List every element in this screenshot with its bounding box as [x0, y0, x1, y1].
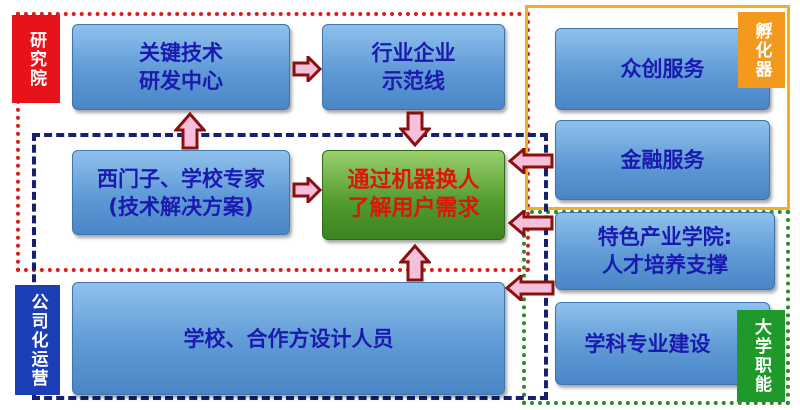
- arrow-left-icon: [508, 148, 554, 174]
- designers-box: 学校、合作方设计人员: [72, 282, 505, 395]
- research-label: 研究院: [12, 15, 60, 103]
- core-box: 通过机器换人了解用户需求: [322, 150, 505, 240]
- core-line2: 了解用户需求: [347, 196, 480, 221]
- discipline-box: 学科专业建设: [555, 302, 770, 385]
- experts-box: 西门子、学校专家 (技术解决方案): [72, 150, 290, 235]
- university-label: 大学职能: [737, 310, 785, 402]
- arrow-right-icon: [292, 177, 322, 203]
- industry-college-line2: 人才培养支撑: [602, 253, 728, 277]
- arrow-down-icon: [399, 111, 431, 147]
- demo-line-line2: 示范线: [382, 69, 445, 93]
- finance-service-box: 金融服务: [555, 120, 770, 200]
- arrow-right-icon: [292, 56, 322, 82]
- discipline-text: 学科专业建设: [584, 331, 711, 356]
- arrow-up-icon: [399, 244, 431, 282]
- designers-text: 学校、合作方设计人员: [183, 326, 394, 351]
- demo-line-box: 行业企业示范线: [322, 24, 505, 110]
- company-label: 公司化运营: [15, 285, 60, 395]
- demo-line-line1: 行业企业: [371, 41, 456, 65]
- company-region-frame: [32, 133, 548, 400]
- incubator-region-frame: [525, 5, 790, 210]
- rd-center-box: 关键技术研发中心: [72, 24, 290, 110]
- core-line1: 通过机器换人: [347, 168, 480, 193]
- research-region-frame: [16, 12, 530, 272]
- industry-college-box: 特色产业学院: 人才培养支撑: [555, 212, 775, 290]
- incubator-label: 孵化器: [738, 12, 785, 88]
- rd-center-line2: 研发中心: [139, 69, 223, 93]
- experts-line1: 西门子、学校专家: [97, 166, 265, 191]
- arrow-left-icon: [505, 275, 555, 301]
- arrow-left-icon: [508, 210, 554, 236]
- arrow-up-icon: [174, 112, 206, 150]
- finance-service-text: 金融服务: [620, 148, 705, 172]
- experts-line2: (技术解决方案): [108, 194, 254, 219]
- industry-college-line1: 特色产业学院:: [597, 225, 733, 249]
- maker-service-text: 众创服务: [620, 57, 705, 81]
- rd-center-line1: 关键技术: [139, 41, 223, 65]
- maker-service-box: 众创服务: [555, 28, 770, 110]
